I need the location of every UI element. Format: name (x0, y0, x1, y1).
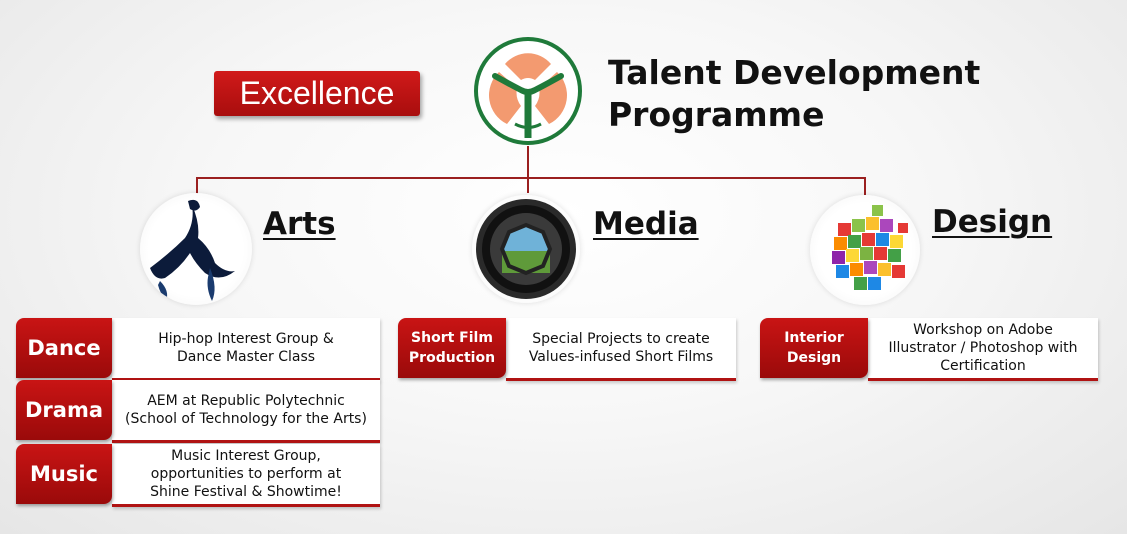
interior-design-description: Workshop on Adobe Illustrator / Photosho… (868, 318, 1098, 381)
connector-horizontal (196, 177, 866, 179)
arts-title: Arts (263, 206, 336, 242)
title-line-2: Programme (608, 95, 825, 134)
design-title: Design (932, 204, 1053, 240)
connector-stem (527, 146, 529, 193)
dancer-ink-icon (150, 199, 235, 301)
music-description: Music Interest Group, opportunities to p… (112, 444, 380, 507)
connector-arts (196, 177, 198, 195)
arts-row-music: Music Music Interest Group, opportunitie… (16, 444, 380, 507)
arts-image (140, 193, 252, 305)
media-image (472, 195, 580, 303)
programme-logo (474, 37, 582, 145)
colored-cubes-icon (832, 205, 908, 290)
media-row-short-film: Short Film Production Special Projects t… (398, 318, 736, 381)
interior-design-label: Interior Design (760, 318, 868, 378)
dance-label: Dance (16, 318, 112, 378)
media-title: Media (593, 206, 699, 242)
short-film-description: Special Projects to create Values-infuse… (506, 318, 736, 381)
arts-row-dance: Dance Hip-hop Interest Group & Dance Mas… (16, 318, 380, 381)
programme-title: Talent Development Programme (608, 52, 1008, 136)
arts-row-drama: Drama AEM at Republic Polytechnic (Schoo… (16, 380, 380, 443)
design-row-interior: Interior Design Workshop on Adobe Illust… (760, 318, 1098, 381)
drama-description: AEM at Republic Polytechnic (School of T… (112, 380, 380, 443)
title-line-1: Talent Development (608, 53, 981, 92)
drama-label: Drama (16, 380, 112, 440)
camera-lens-icon (476, 199, 576, 299)
connector-design (864, 177, 866, 195)
dance-description: Hip-hop Interest Group & Dance Master Cl… (112, 318, 380, 381)
design-image (810, 195, 920, 305)
short-film-label: Short Film Production (398, 318, 506, 378)
excellence-badge: Excellence (214, 71, 420, 116)
music-label: Music (16, 444, 112, 504)
